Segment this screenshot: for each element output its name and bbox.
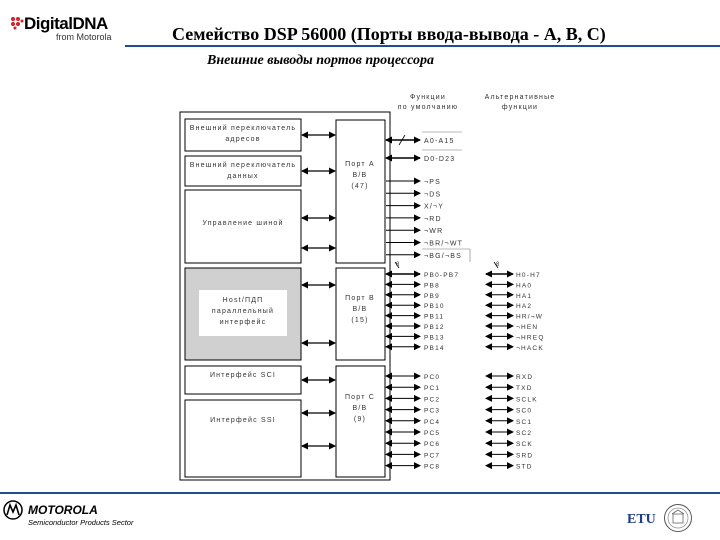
pin-label: PC1	[424, 385, 440, 392]
pin-label: ¬RD	[424, 216, 442, 223]
bus-width-label: 8	[396, 262, 401, 268]
pin-label: ¬BR/¬WT	[424, 241, 463, 248]
pin-label: PB12	[424, 324, 445, 331]
footer-divider	[0, 492, 720, 494]
pin-label: PB8	[424, 282, 440, 289]
alt-pin-label: RXD	[516, 374, 533, 381]
function-block	[184, 118, 302, 152]
port-block	[335, 267, 386, 361]
block-label: Внешний переключатель	[190, 161, 297, 169]
pin-label: PB9	[424, 293, 440, 300]
pin-label: PC0	[424, 374, 440, 381]
pin-label: PB11	[424, 314, 444, 321]
pin-label: ¬PS	[424, 179, 441, 186]
bus-slash	[493, 261, 499, 269]
function-block	[184, 155, 302, 187]
column-header-alternate: функции	[502, 104, 538, 111]
block-label: данных	[227, 173, 258, 180]
alt-pin-label: HA0	[516, 282, 532, 289]
alt-pin-label: HA1	[516, 293, 532, 300]
alt-pin-label: HR/¬W	[516, 314, 543, 321]
pin-label: PB13	[424, 334, 445, 341]
block-label: интерфейс	[220, 318, 267, 326]
bus-slash	[394, 261, 400, 269]
alt-pin-label: ¬HREQ	[516, 334, 545, 341]
alt-pin-label: SCK	[516, 441, 533, 448]
alt-pin-label: TXD	[516, 385, 533, 392]
alt-pin-label: ¬HACK	[516, 345, 544, 352]
port-block	[335, 119, 386, 264]
bus-slash	[398, 134, 406, 146]
pin-label: ¬DS	[424, 191, 441, 198]
port-label: В/В	[353, 172, 368, 179]
block-label: Управление шиной	[202, 219, 283, 227]
alt-pin-label: SRD	[516, 452, 533, 459]
digital-dna-wordmark: DigitalDNA	[24, 14, 108, 33]
bus-width-label: 8	[496, 262, 501, 268]
alt-pin-label: ¬HEN	[516, 324, 538, 331]
block-label: Интерфейс SSI	[210, 416, 276, 424]
motorola-wordmark: MOTOROLA	[28, 503, 98, 517]
pin-label: PB14	[424, 345, 445, 352]
motorola-logo-icon	[3, 500, 23, 520]
port-label: Порт A	[345, 161, 375, 168]
pin-label: PC7	[424, 452, 440, 459]
pin-label: PC8	[424, 464, 440, 471]
alt-pin-label: HA2	[516, 303, 532, 310]
digital-dna-subtext: from Motorola	[56, 32, 112, 42]
pin-label: PC5	[424, 430, 440, 437]
pin-label: ¬WR	[424, 228, 443, 235]
alt-pin-label: SCLK	[516, 396, 538, 403]
header-divider	[125, 45, 720, 47]
pin-label: PC6	[424, 441, 440, 448]
motorola-subtext: Semiconductor Products Sector	[28, 518, 134, 527]
block-label: параллельный	[212, 307, 274, 315]
alt-pin-label: H0-H7	[516, 272, 541, 279]
bus-label: D0-D23	[424, 156, 455, 163]
port-label: (15)	[351, 317, 368, 324]
alt-pin-label: SC1	[516, 419, 532, 426]
alt-pin-label: STD	[516, 464, 533, 471]
block-label: Интерфейс SCI	[210, 371, 276, 379]
port-label: В/В	[353, 405, 368, 412]
bus-label: A0-A15	[424, 138, 455, 145]
pin-label: ¬BG/¬BS	[424, 253, 462, 260]
page-subtitle: Внешние выводы портов процессора	[207, 53, 435, 68]
port-label: Порт B	[345, 295, 375, 302]
function-block	[184, 189, 302, 264]
university-seal-icon	[664, 504, 692, 532]
dna-mark-icon	[11, 17, 24, 30]
block-label: Host/ПДП	[223, 297, 264, 304]
alt-pin-label: SC2	[516, 430, 532, 437]
etu-logo: ETU	[627, 512, 656, 527]
block-label: адресов	[225, 136, 260, 143]
function-block	[184, 365, 302, 395]
pin-label: X/¬Y	[424, 204, 444, 211]
port-label: (9)	[354, 416, 366, 423]
pin-label: PC2	[424, 396, 440, 403]
pin-label: PB10	[424, 303, 445, 310]
pin-label: PC3	[424, 408, 440, 415]
port-label: Порт C	[345, 394, 375, 401]
column-header-alternate: Альтернативные	[485, 94, 556, 101]
pin-label: PC4	[424, 419, 440, 426]
port-block	[335, 365, 386, 478]
port-label: (47)	[351, 183, 368, 190]
page-title: Семейство DSP 56000 (Порты ввода-вывода …	[172, 24, 606, 44]
digital-dna-logo: DigitalDNA from Motorola	[10, 14, 120, 44]
alt-pin-label: SC0	[516, 408, 532, 415]
column-header-primary: Функции	[410, 94, 446, 101]
pin-label: PB0-PB7	[424, 272, 459, 279]
function-block	[184, 399, 302, 478]
host-label-panel	[199, 290, 287, 336]
port-label: В/В	[353, 306, 368, 313]
column-header-primary: по умолчанию	[398, 104, 459, 111]
block-label: Внешний переключатель	[190, 124, 297, 132]
